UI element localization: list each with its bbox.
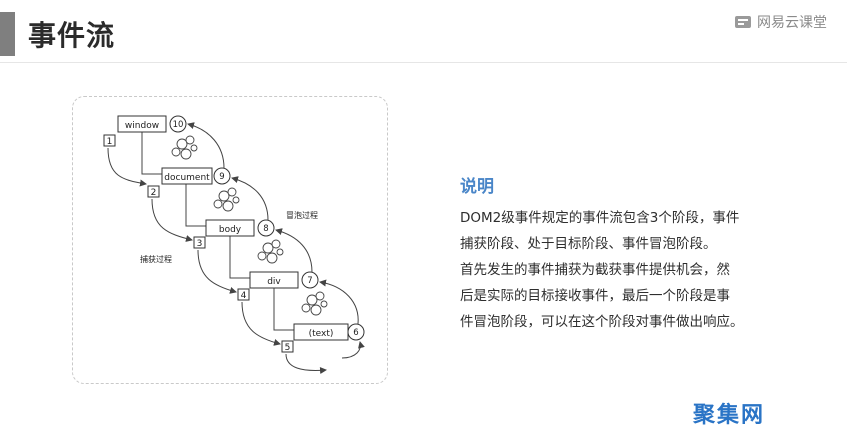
bubble-cluster-1 bbox=[171, 135, 198, 160]
description-title: 说明 bbox=[460, 177, 494, 197]
capture-label: 捕获过程 bbox=[140, 254, 172, 264]
bubble-step-9: 9 bbox=[213, 167, 231, 185]
tree-connectors bbox=[141, 132, 294, 331]
header-divider bbox=[0, 62, 847, 63]
description-line: 捕获阶段、处于目标阶段、事件冒泡阶段。 bbox=[460, 236, 717, 252]
svg-text:body: body bbox=[219, 225, 242, 235]
bubble-arrows bbox=[187, 122, 365, 359]
watermark: 聚集网 bbox=[692, 403, 765, 428]
svg-text:6: 6 bbox=[353, 328, 358, 338]
capture-step-3: 3 bbox=[193, 236, 206, 249]
bubble-label: 冒泡过程 bbox=[286, 210, 318, 220]
title-bar: 事件流 bbox=[0, 12, 847, 56]
event-flow-diagram: window document body div (text) 1 2 3 4 bbox=[103, 115, 365, 374]
bubble-cluster-2 bbox=[213, 187, 240, 212]
description-panel: 说明 DOM2级事件规定的事件流包含3个阶段，事件 捕获阶段、处于目标阶段、事件… bbox=[460, 172, 800, 335]
node-document: document bbox=[161, 167, 213, 185]
description-line: 后是实际的目标接收事件，最后一个阶段是事 bbox=[460, 288, 730, 304]
page-title: 事件流 bbox=[28, 19, 116, 52]
capture-step-2: 2 bbox=[147, 185, 160, 198]
description-line: 首先发生的事件捕获为截获事件提供机会，然 bbox=[460, 262, 730, 278]
svg-text:2: 2 bbox=[151, 188, 157, 198]
node-window: window bbox=[117, 115, 167, 133]
svg-text:window: window bbox=[125, 121, 159, 131]
svg-text:9: 9 bbox=[219, 172, 224, 182]
bubble-cluster-4 bbox=[301, 291, 328, 316]
svg-text:10: 10 bbox=[173, 120, 184, 130]
diagram-frame bbox=[72, 96, 388, 384]
brand: 网易云课堂 bbox=[734, 12, 827, 32]
svg-text:4: 4 bbox=[241, 291, 247, 301]
title-accent-bar bbox=[0, 12, 15, 56]
capture-arrows bbox=[107, 147, 327, 374]
bubble-step-7: 7 bbox=[301, 271, 319, 289]
svg-text:7: 7 bbox=[307, 276, 312, 286]
bubble-cluster-3 bbox=[257, 239, 284, 264]
bubble-step-6: 6 bbox=[347, 323, 365, 341]
svg-text:(text): (text) bbox=[309, 329, 334, 339]
svg-text:div: div bbox=[267, 277, 281, 287]
svg-text:8: 8 bbox=[263, 224, 268, 234]
svg-text:1: 1 bbox=[107, 137, 113, 147]
brand-name: 网易云课堂 bbox=[757, 15, 827, 31]
node-body: body bbox=[205, 219, 255, 237]
capture-step-5: 5 bbox=[281, 340, 294, 353]
svg-text:document: document bbox=[164, 173, 210, 183]
bubble-step-8: 8 bbox=[257, 219, 275, 237]
node-div: div bbox=[249, 271, 299, 289]
node-text: (text) bbox=[293, 323, 349, 341]
svg-text:5: 5 bbox=[285, 343, 291, 353]
description-line: DOM2级事件规定的事件流包含3个阶段，事件 bbox=[460, 210, 740, 226]
svg-text:3: 3 bbox=[197, 239, 203, 249]
bubble-clusters bbox=[171, 135, 328, 316]
description-line: 件冒泡阶段，可以在这个阶段对事件做出响应。 bbox=[460, 314, 744, 330]
capture-step-1: 1 bbox=[103, 134, 116, 147]
netease-logo-icon bbox=[735, 16, 751, 28]
bubble-step-10: 10 bbox=[169, 115, 187, 133]
capture-step-4: 4 bbox=[237, 288, 250, 301]
